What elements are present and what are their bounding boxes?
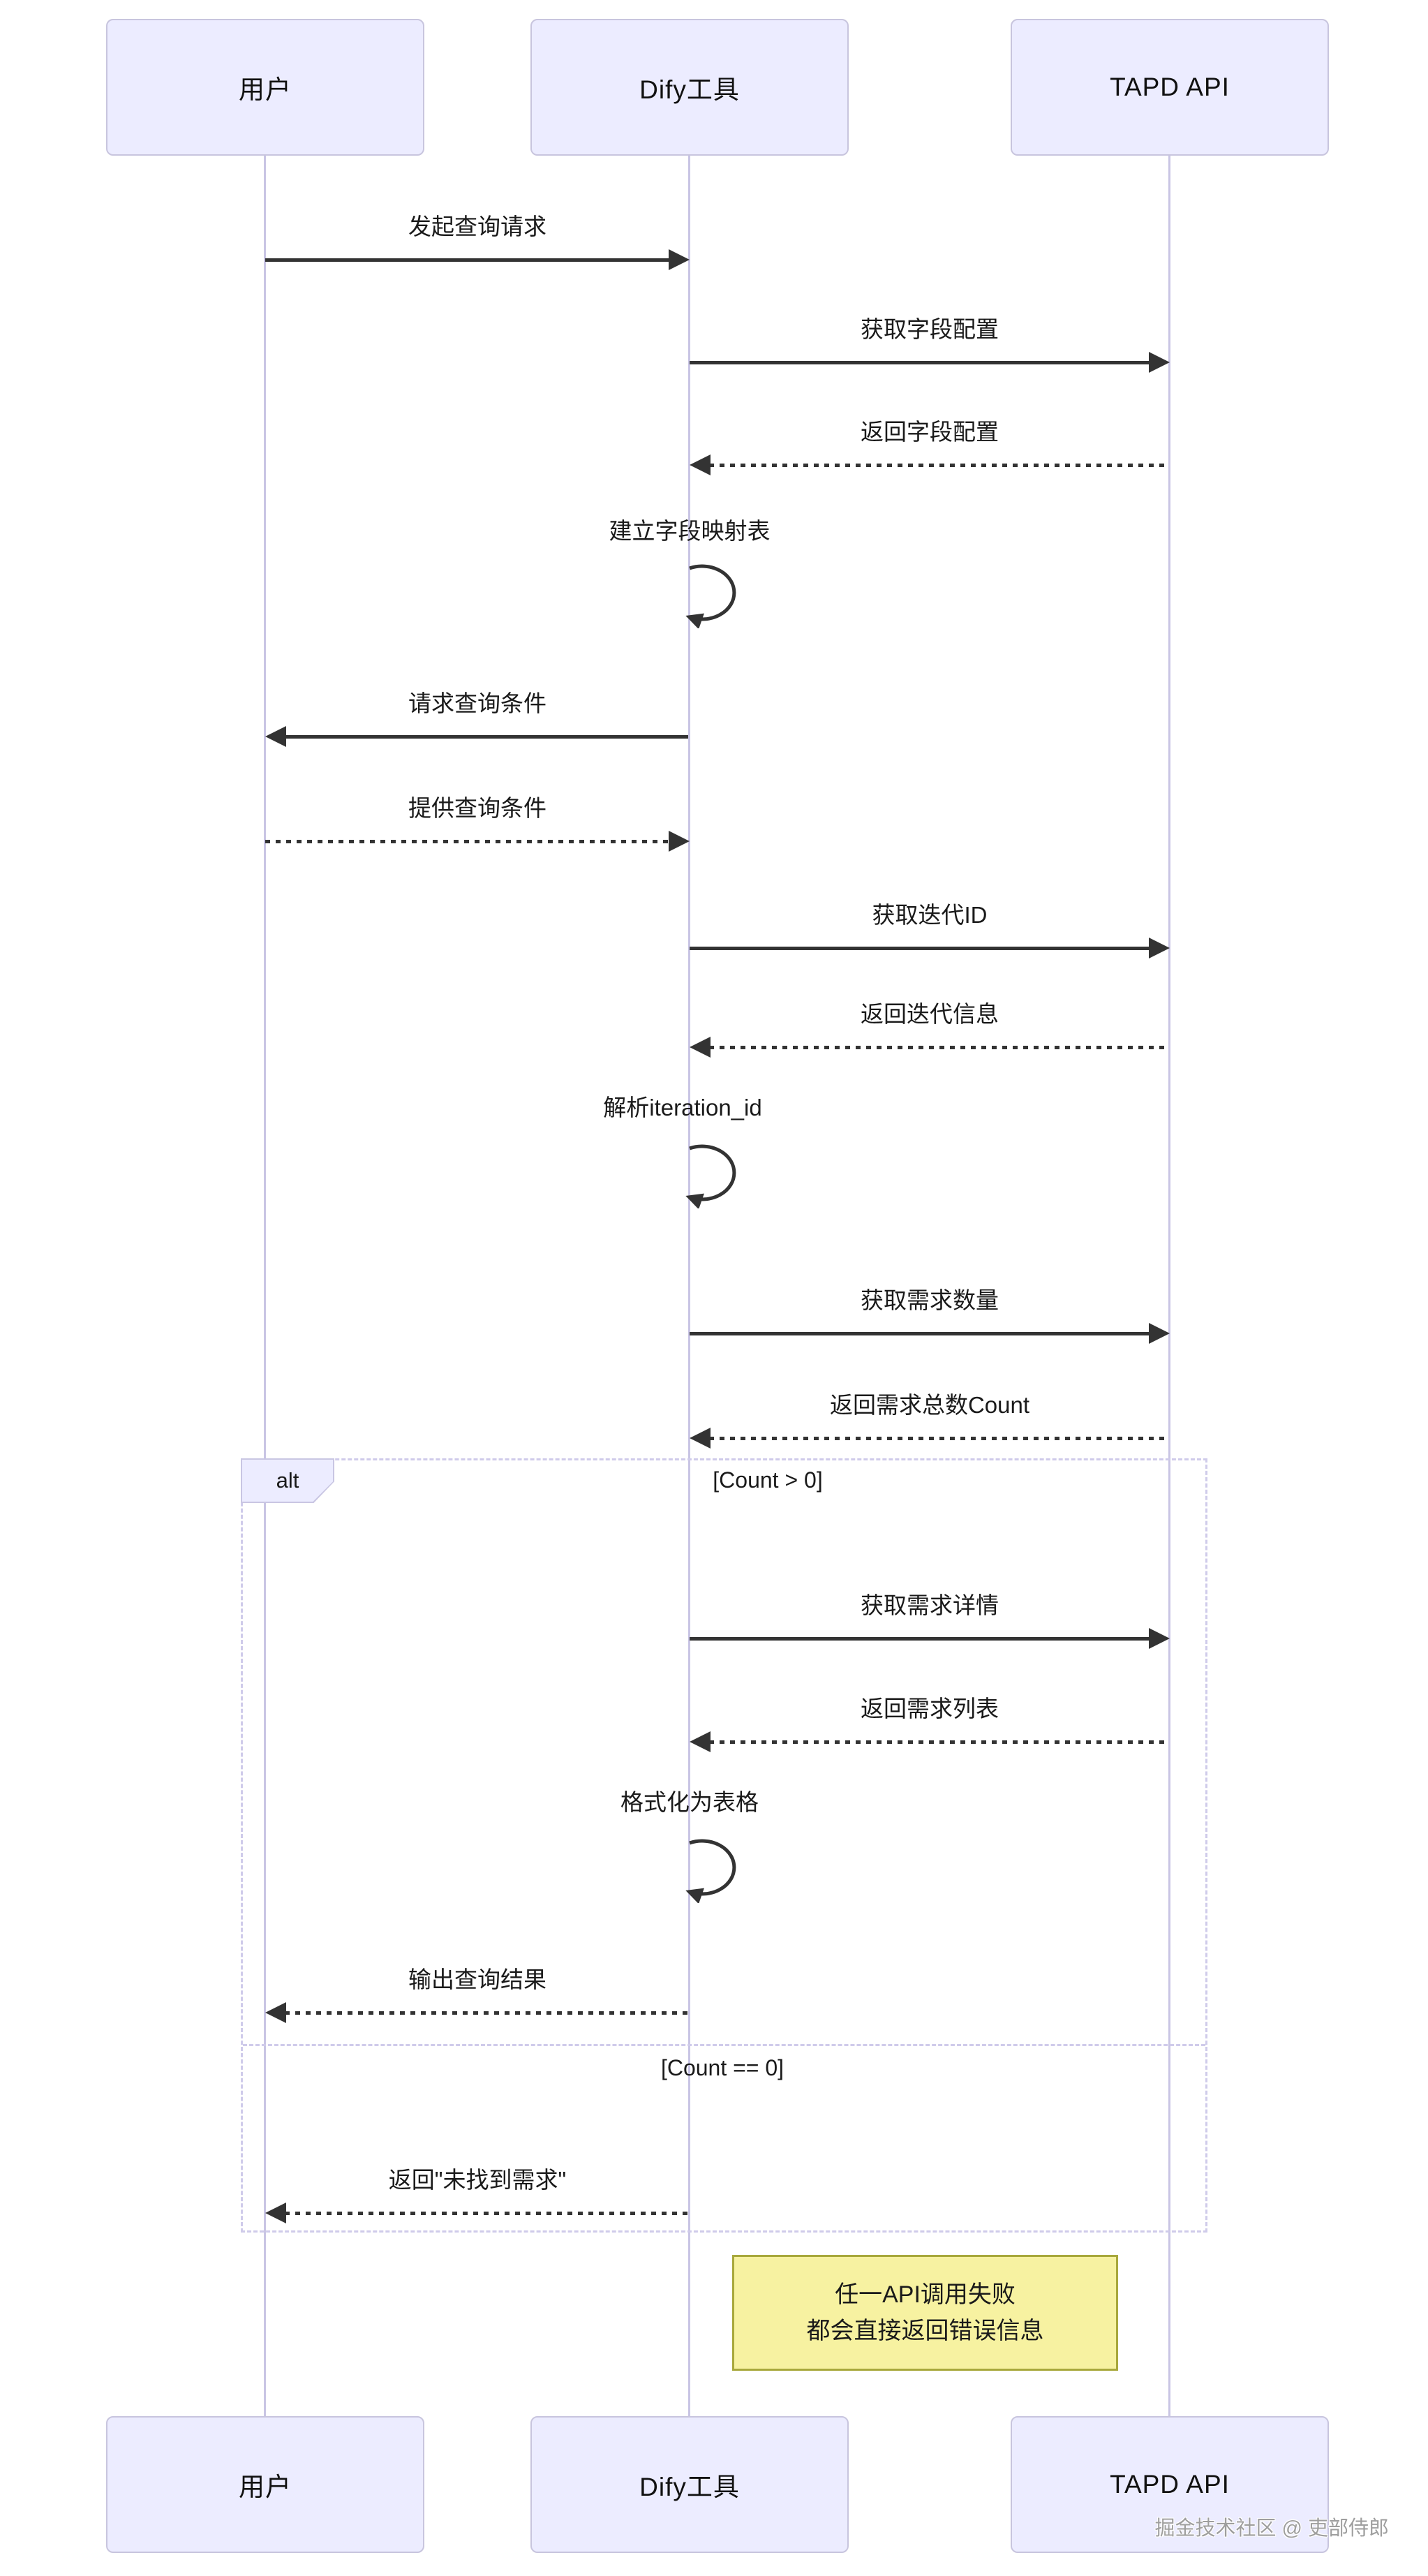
- message-label: 格式化为表格: [620, 1789, 759, 1815]
- lifeline-user: [264, 156, 266, 2416]
- note-line-1: 任一API调用失败: [835, 2281, 1016, 2308]
- self-loop-arrow: [685, 1144, 736, 1208]
- alt-condition-1: [Count > 0]: [713, 1467, 823, 1493]
- message-line: [690, 1332, 1150, 1335]
- message-label: 输出查询结果: [408, 1967, 546, 1992]
- actor-user-label: 用户: [239, 2473, 292, 2501]
- message-label: 获取迭代ID: [872, 902, 988, 928]
- message-line: [285, 2212, 688, 2215]
- message-label: 返回需求总数Count: [829, 1392, 1030, 1418]
- arrowhead-icon: [1149, 352, 1170, 373]
- actor-user-label: 用户: [239, 75, 292, 104]
- message-line: [709, 1740, 1168, 1744]
- message-label: 建立字段映射表: [609, 518, 771, 544]
- actor-user-top: 用户: [106, 19, 424, 156]
- message-line: [690, 947, 1150, 950]
- actor-tapd-bottom: TAPD API: [1011, 2416, 1329, 2553]
- self-loop-arrow: [685, 1839, 736, 1903]
- lifeline-dify: [688, 156, 690, 2416]
- alt-tag-label: alt: [242, 1460, 333, 1502]
- arrowhead-icon: [669, 249, 690, 270]
- note-box: 任一API调用失败 都会直接返回错误信息: [732, 2255, 1118, 2371]
- actor-dify-label: Dify工具: [639, 75, 740, 104]
- actor-user-bottom: 用户: [106, 2416, 424, 2553]
- arrowhead-icon: [690, 1037, 711, 1058]
- arrowhead-icon: [265, 2203, 286, 2223]
- message-line: [709, 1437, 1168, 1440]
- arrowhead-icon: [690, 454, 711, 475]
- message-label: 返回需求列表: [861, 1696, 999, 1722]
- message-line: [690, 361, 1150, 364]
- message-line: [709, 1046, 1168, 1049]
- message-label: 返回"未找到需求": [388, 2167, 567, 2193]
- message-line: [265, 840, 670, 843]
- message-line: [285, 735, 688, 739]
- message-line: [690, 1637, 1150, 1641]
- arrowhead-icon: [690, 1428, 711, 1449]
- arrowhead-icon: [265, 726, 286, 747]
- watermark: 掘金技术社区 @ 吏部侍郎: [1154, 2517, 1389, 2540]
- message-line: [265, 258, 670, 262]
- alt-tag: alt: [241, 1458, 334, 1503]
- message-line: [285, 2011, 688, 2015]
- message-label: 提供查询条件: [408, 795, 546, 821]
- message-label: 获取字段配置: [861, 316, 999, 342]
- actor-dify-label: Dify工具: [639, 2473, 740, 2501]
- alt-frame: [241, 1458, 1207, 2233]
- actor-tapd-label: TAPD API: [1110, 2470, 1230, 2499]
- arrowhead-icon: [1149, 1628, 1170, 1649]
- message-line: [709, 464, 1168, 467]
- message-label: 解析iteration_id: [603, 1095, 762, 1120]
- message-label: 获取需求详情: [861, 1592, 999, 1618]
- actor-dify-top: Dify工具: [530, 19, 849, 156]
- arrowhead-icon: [1149, 938, 1170, 958]
- alt-divider: [243, 2044, 1205, 2046]
- message-label: 返回字段配置: [861, 419, 999, 445]
- message-label: 请求查询条件: [408, 690, 546, 716]
- arrowhead-icon: [690, 1731, 711, 1752]
- self-loop-arrow: [685, 564, 736, 628]
- lifeline-tapd: [1168, 156, 1170, 2416]
- actor-tapd-top: TAPD API: [1011, 19, 1329, 156]
- alt-condition-2: [Count == 0]: [660, 2055, 784, 2080]
- message-label: 返回迭代信息: [861, 1001, 999, 1027]
- arrowhead-icon: [1149, 1323, 1170, 1344]
- message-label: 获取需求数量: [861, 1287, 999, 1313]
- note-line-2: 都会直接返回错误信息: [806, 2318, 1044, 2344]
- arrowhead-icon: [265, 2002, 286, 2023]
- message-label: 发起查询请求: [408, 214, 546, 239]
- actor-dify-bottom: Dify工具: [530, 2416, 849, 2553]
- actor-tapd-label: TAPD API: [1110, 73, 1230, 101]
- arrowhead-icon: [669, 831, 690, 852]
